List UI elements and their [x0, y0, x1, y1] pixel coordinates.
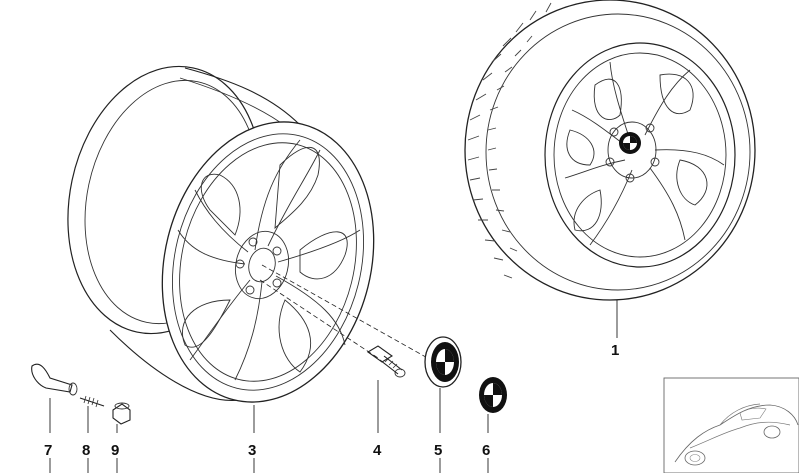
callout-8: 8	[82, 442, 90, 459]
hub-cap-drawing[interactable]	[424, 336, 462, 388]
callout-3: 3	[248, 442, 256, 459]
valve-insert-drawing[interactable]	[79, 395, 105, 408]
callout-1: 1	[611, 342, 619, 359]
callout-5: 5	[434, 442, 442, 459]
wheel-bolt-drawing[interactable]	[366, 345, 406, 378]
rim-drawing[interactable]	[44, 48, 402, 425]
emblem-drawing[interactable]	[479, 377, 507, 413]
callout-4: 4	[373, 442, 382, 459]
valve-cap-drawing[interactable]	[112, 402, 131, 425]
callout-6: 6	[482, 442, 490, 459]
roundel-logo-icon	[619, 132, 641, 154]
car-silhouette-icon	[663, 377, 799, 473]
tire-wheel-drawing[interactable]	[464, 0, 756, 301]
leader-lines	[49, 300, 618, 473]
callout-7: 7	[44, 442, 52, 459]
tire-valve-drawing[interactable]	[31, 363, 78, 396]
callout-9: 9	[111, 442, 119, 459]
